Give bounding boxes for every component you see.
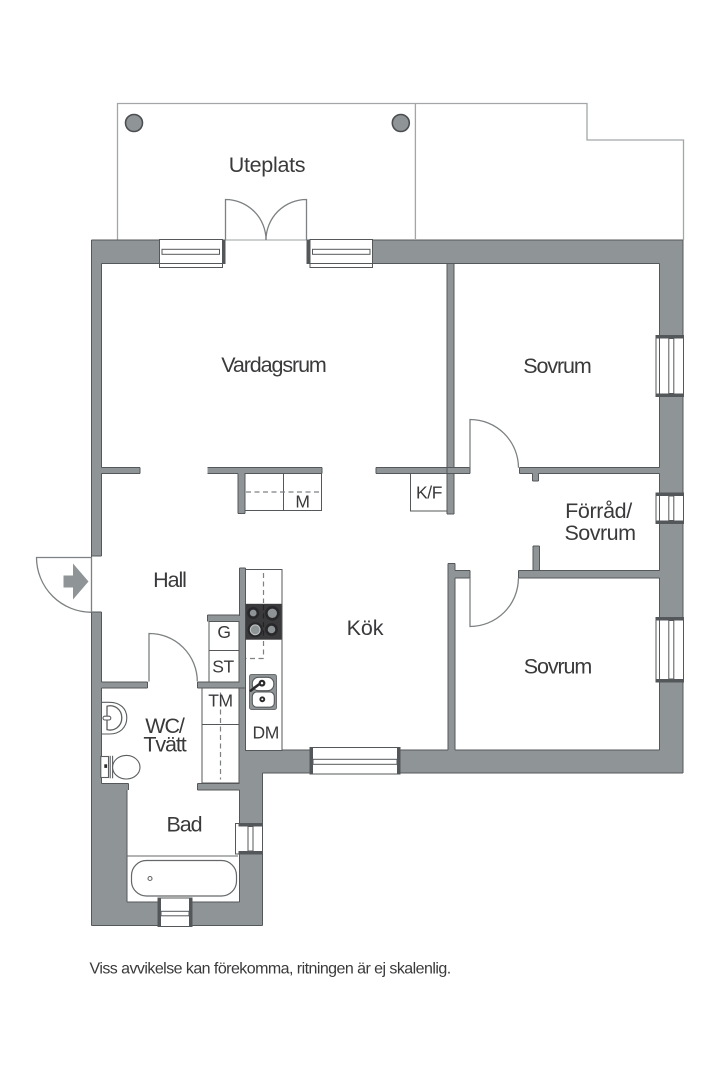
- svg-text:G: G: [217, 622, 230, 642]
- svg-text:Bad: Bad: [167, 812, 202, 836]
- svg-text:WC/: WC/: [145, 714, 185, 738]
- svg-text:Tvätt: Tvätt: [143, 732, 186, 756]
- svg-text:Kök: Kök: [347, 616, 384, 640]
- svg-text:Viss avvikelse kan förekomma,: Viss avvikelse kan förekomma, ritningen …: [90, 961, 451, 978]
- svg-text:Uteplats: Uteplats: [229, 153, 305, 177]
- svg-text:TM: TM: [208, 691, 232, 711]
- svg-text:ST: ST: [212, 656, 234, 676]
- svg-text:Sovrum: Sovrum: [524, 654, 592, 678]
- svg-text:Vardagsrum: Vardagsrum: [221, 353, 326, 377]
- svg-text:DM: DM: [252, 723, 278, 743]
- svg-text:Förråd/: Förråd/: [565, 499, 632, 523]
- svg-text:M: M: [295, 491, 309, 511]
- svg-text:Sovrum: Sovrum: [523, 354, 591, 378]
- svg-text:Hall: Hall: [153, 568, 186, 592]
- svg-text:Sovrum: Sovrum: [564, 521, 635, 545]
- svg-text:K/F: K/F: [416, 483, 442, 503]
